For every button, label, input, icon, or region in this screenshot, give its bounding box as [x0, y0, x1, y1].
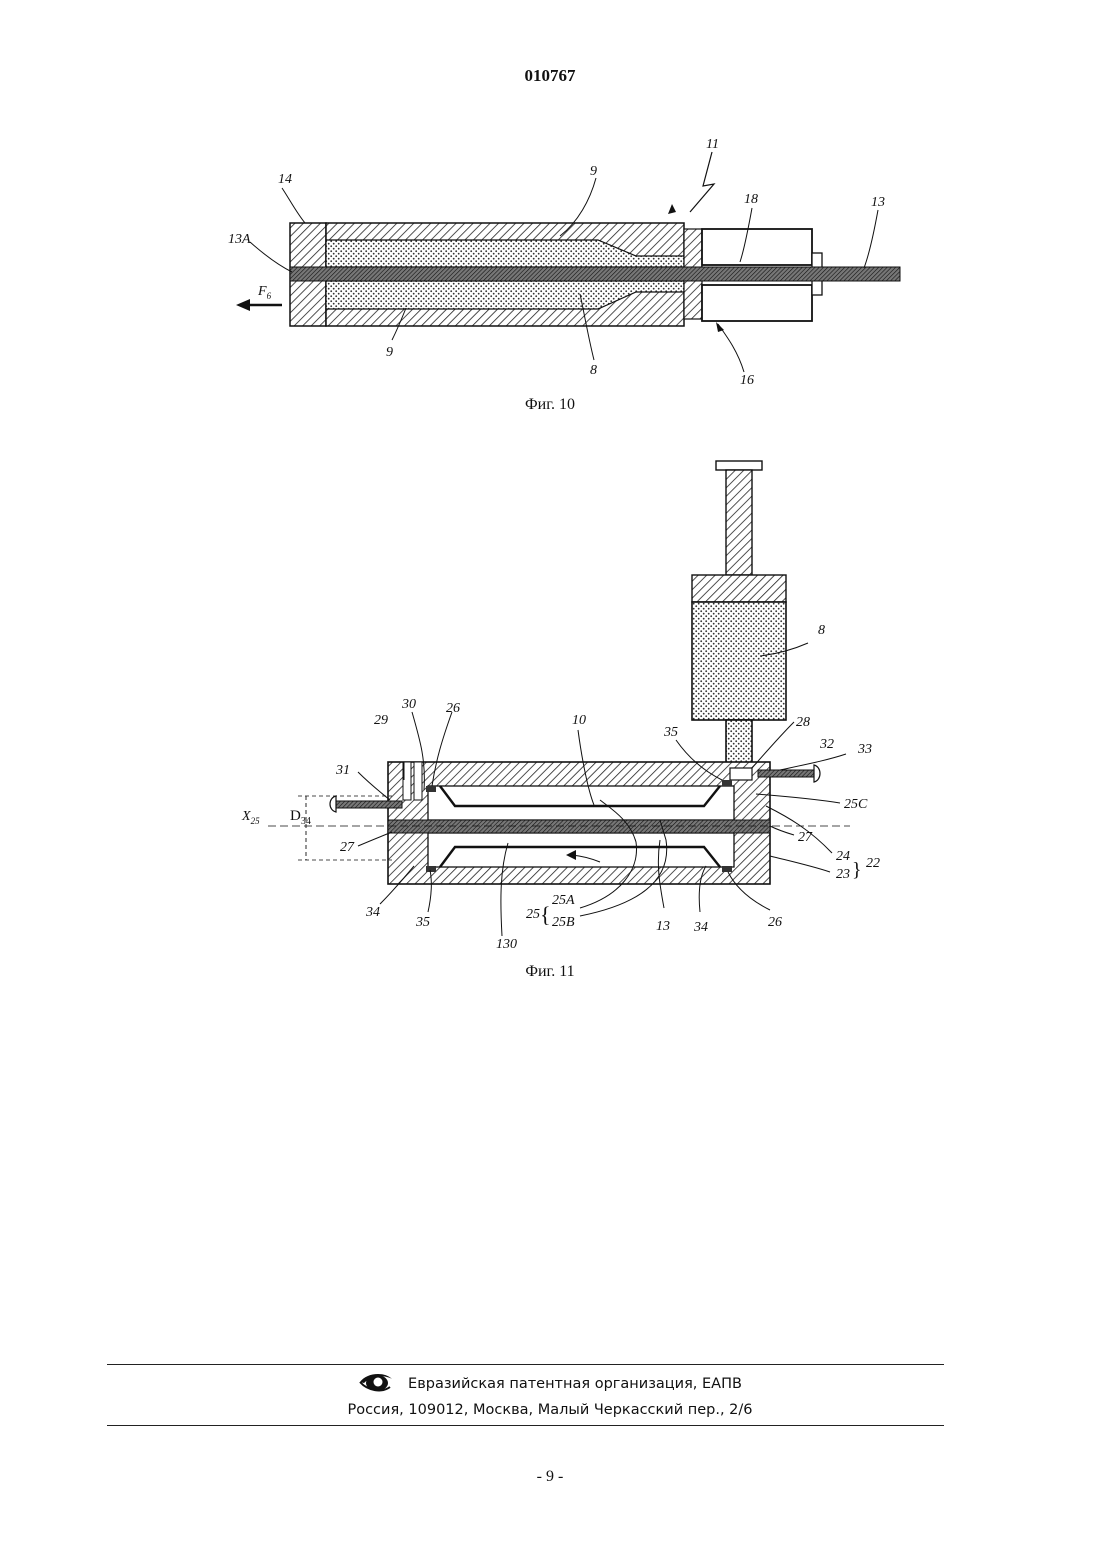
label-13: 13	[871, 195, 885, 210]
label-33: 33	[857, 742, 872, 757]
figure-10-drawing: 14 9 11 18 13 13A F6 9 8 16	[0, 130, 1100, 430]
upper-cavity	[428, 786, 734, 820]
footer-organization: Евразийская патентная организация, ЕАПВ	[0, 1371, 1100, 1397]
label-F6: F6	[257, 284, 272, 301]
label-9-bottom: 9	[386, 345, 393, 360]
eapo-eye-icon	[358, 1371, 394, 1397]
label-27-right: 27	[798, 830, 813, 845]
label-24: 24	[836, 849, 850, 864]
brace-22: }	[852, 859, 862, 881]
vent-30	[414, 762, 422, 800]
label-13: 13	[656, 919, 670, 934]
screw-31-head	[330, 796, 336, 812]
label-31: 31	[335, 763, 350, 778]
label-23: 23	[836, 867, 850, 882]
label-28: 28	[796, 715, 810, 730]
seal-35-bottom	[426, 866, 436, 872]
figure-11-drawing: 8 10 30 26 29 31 35 28 32 33 25C X25 D34…	[0, 450, 1100, 970]
label-26-bottom: 26	[768, 915, 782, 930]
syringe-nozzle	[726, 720, 752, 768]
force-arrow-head	[236, 299, 250, 311]
label-34-left: 34	[365, 905, 380, 920]
guide-lower	[702, 285, 812, 321]
label-8: 8	[818, 623, 825, 638]
plunger-stem	[726, 470, 752, 575]
guide-upper	[702, 229, 812, 265]
plunger-cap	[716, 461, 762, 470]
patent-number: 010767	[0, 66, 1100, 86]
label-32: 32	[819, 737, 834, 752]
screw-33	[758, 770, 814, 777]
figure-11: 8 10 30 26 29 31 35 28 32 33 25C X25 D34…	[0, 450, 1100, 970]
inlet-28	[730, 768, 752, 780]
page-number: - 9 -	[0, 1468, 1100, 1486]
figure-10: 14 9 11 18 13 13A F6 9 8 16	[0, 130, 1100, 430]
label-30: 30	[401, 697, 416, 712]
label-D34: D34	[290, 808, 311, 827]
label-11: 11	[706, 137, 719, 152]
label-130: 130	[496, 937, 517, 952]
label-26-top: 26	[446, 701, 460, 716]
label-25C: 25C	[844, 797, 868, 812]
label-14: 14	[278, 172, 292, 187]
label-25A: 25A	[552, 893, 575, 908]
label-13A: 13A	[228, 232, 251, 247]
label-29: 29	[374, 713, 388, 728]
label-27-left: 27	[340, 840, 355, 855]
label-34-right: 34	[693, 920, 708, 935]
label-X25: X25	[241, 809, 260, 826]
footer-rule-top	[107, 1364, 944, 1365]
lower-cavity	[428, 833, 734, 867]
label-25B: 25B	[552, 915, 575, 930]
label-8: 8	[590, 363, 597, 378]
plunger-head	[692, 575, 786, 602]
label-9-top: 9	[590, 164, 597, 179]
screw-31	[336, 801, 402, 808]
label-16: 16	[740, 373, 754, 388]
label-35-top: 35	[663, 725, 678, 740]
label-18: 18	[744, 192, 758, 207]
seal-26-bottom	[722, 866, 732, 872]
label-25: 25	[526, 907, 540, 922]
seal-35-top	[722, 780, 732, 786]
label-35-bottom: 35	[415, 915, 430, 930]
organization-name: Евразийская патентная организация, ЕАПВ	[408, 1376, 742, 1392]
seal-26-top	[426, 786, 436, 792]
rod-13	[290, 267, 900, 281]
syringe-barrel-8	[692, 602, 786, 720]
brace-25: {	[540, 902, 551, 927]
label-10: 10	[572, 713, 586, 728]
figure-10-caption: Фиг. 10	[0, 396, 1100, 414]
footer-address: Россия, 109012, Москва, Малый Черкасский…	[0, 1402, 1100, 1418]
label-22: 22	[866, 856, 880, 871]
figure-11-caption: Фиг. 11	[0, 963, 1100, 981]
footer-rule-bottom	[107, 1425, 944, 1426]
screw-33-head	[814, 765, 820, 782]
core-13	[388, 820, 770, 833]
